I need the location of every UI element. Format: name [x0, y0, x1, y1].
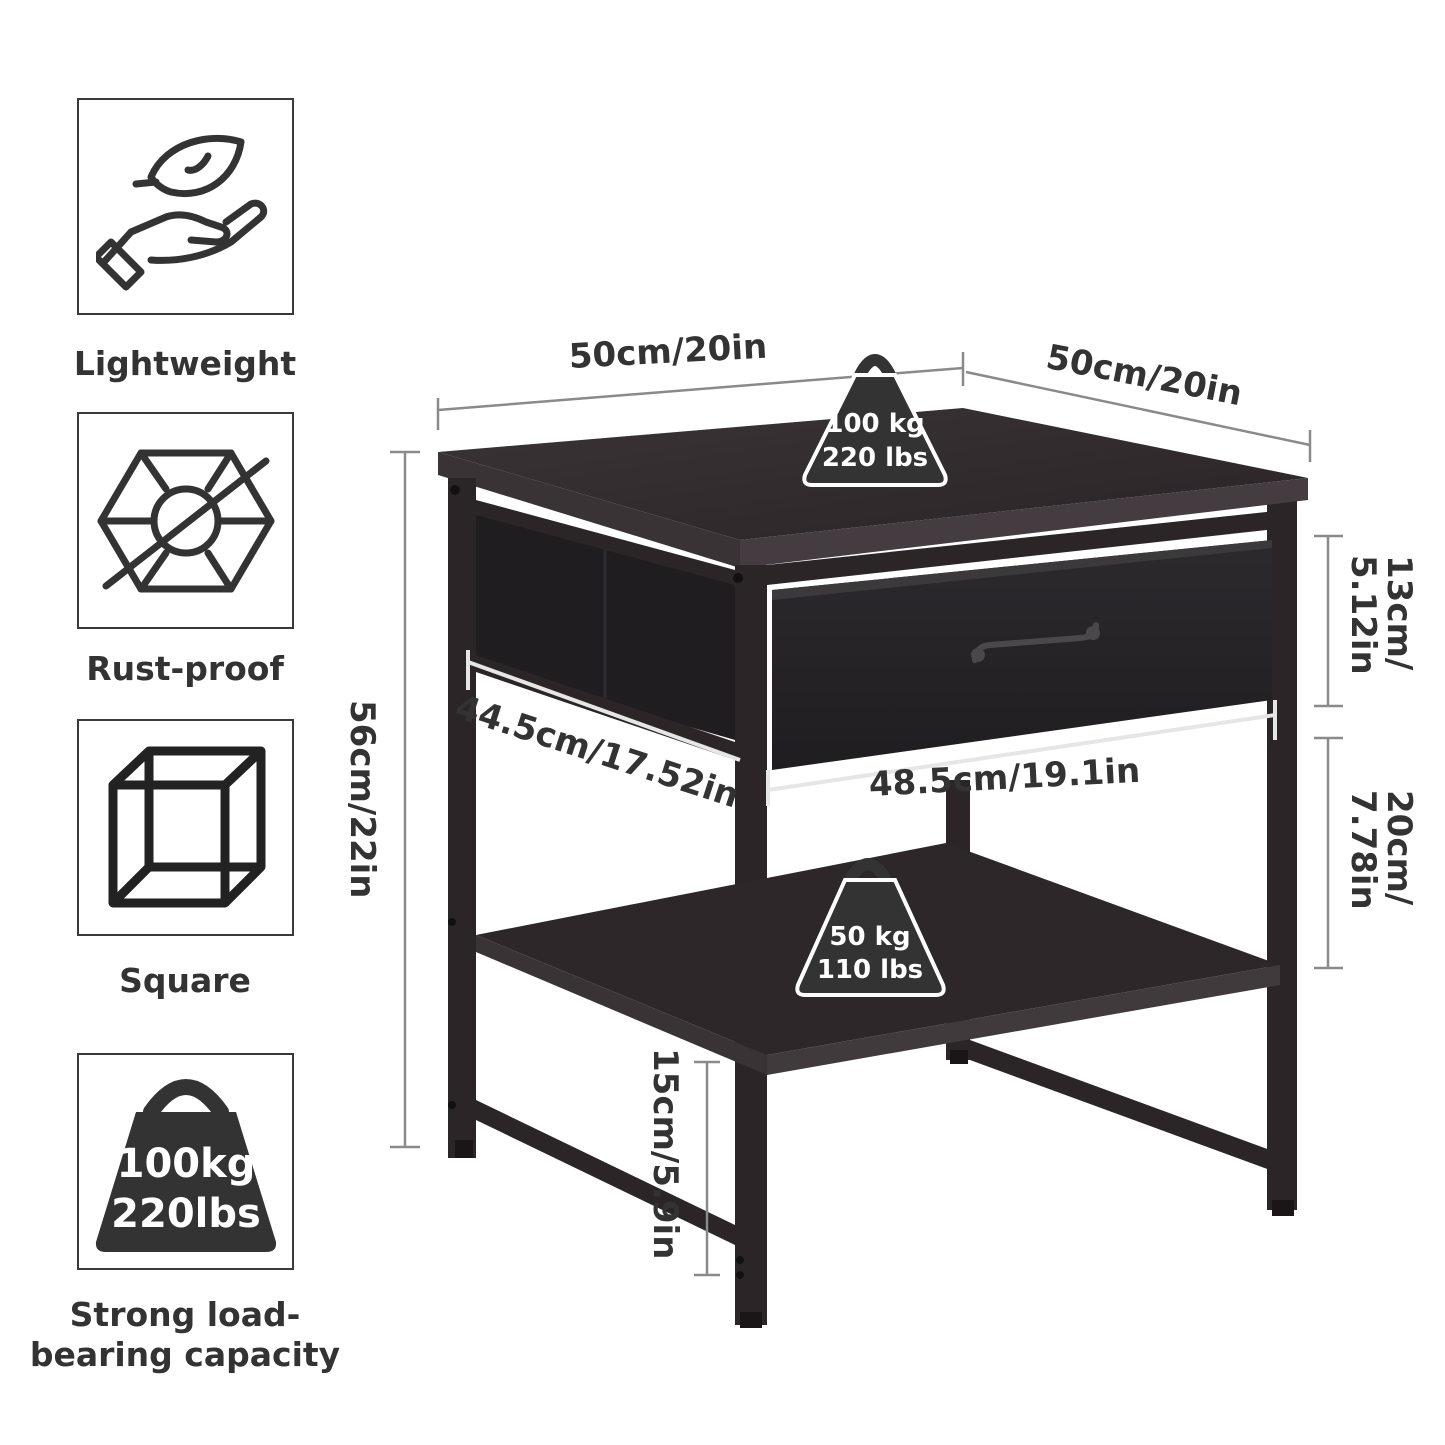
table-top-edge-right — [740, 478, 1308, 568]
dim-height: 56cm/22in — [342, 700, 382, 899]
feature-rust-proof-box — [77, 412, 294, 629]
dim-shelf-gap: 20cm/7.78in — [1343, 790, 1419, 910]
shelf-load-lbs: 110 lbs — [817, 955, 923, 985]
feature-lightweight-label: Lightweight — [73, 344, 297, 383]
lower-shelf-edge — [476, 935, 767, 1075]
cube-icon — [108, 746, 265, 907]
shelf-load-kg: 50 kg — [829, 922, 910, 952]
feature-load-weight-kg: 100kg — [116, 1141, 255, 1187]
drawer-front — [772, 540, 1272, 770]
feature-load-box: 100kg 220lbs — [77, 1053, 294, 1270]
front-top-rail — [767, 510, 1285, 585]
weight-icon: 100kg 220lbs — [95, 1078, 276, 1252]
top-load-lbs: 220 lbs — [822, 443, 928, 473]
feature-square-label: Square — [119, 961, 251, 1000]
feature-lightweight-box — [77, 98, 294, 315]
dim-top-width: 50cm/20in — [567, 326, 769, 377]
feature-rust-proof-label: Rust-proof — [86, 649, 284, 688]
shelf-load-weight-icon: 50 kg 110 lbs — [795, 858, 946, 997]
feature-load-label: Strong load-bearing capacity — [29, 1295, 341, 1374]
table-top-edge-left — [438, 452, 740, 568]
bottom-side-bar — [476, 1100, 735, 1245]
feature-square-box — [77, 719, 294, 936]
top-load-weight-icon: 100 kg 220 lbs — [802, 354, 948, 487]
upper-side-bar — [476, 500, 735, 585]
top-load-kg: 100 kg — [825, 409, 924, 439]
feature-load-weight-lbs: 220lbs — [111, 1191, 261, 1237]
dim-drawer-height: 13cm/5.12in — [1343, 555, 1419, 675]
back-bottom-bar — [970, 1040, 1270, 1170]
hand-leaf-icon — [95, 134, 267, 290]
rust-proof-icon — [97, 449, 274, 592]
front-left-leg — [448, 478, 476, 1158]
dim-floor-clearance: 15cm/5.9in — [645, 1048, 685, 1260]
